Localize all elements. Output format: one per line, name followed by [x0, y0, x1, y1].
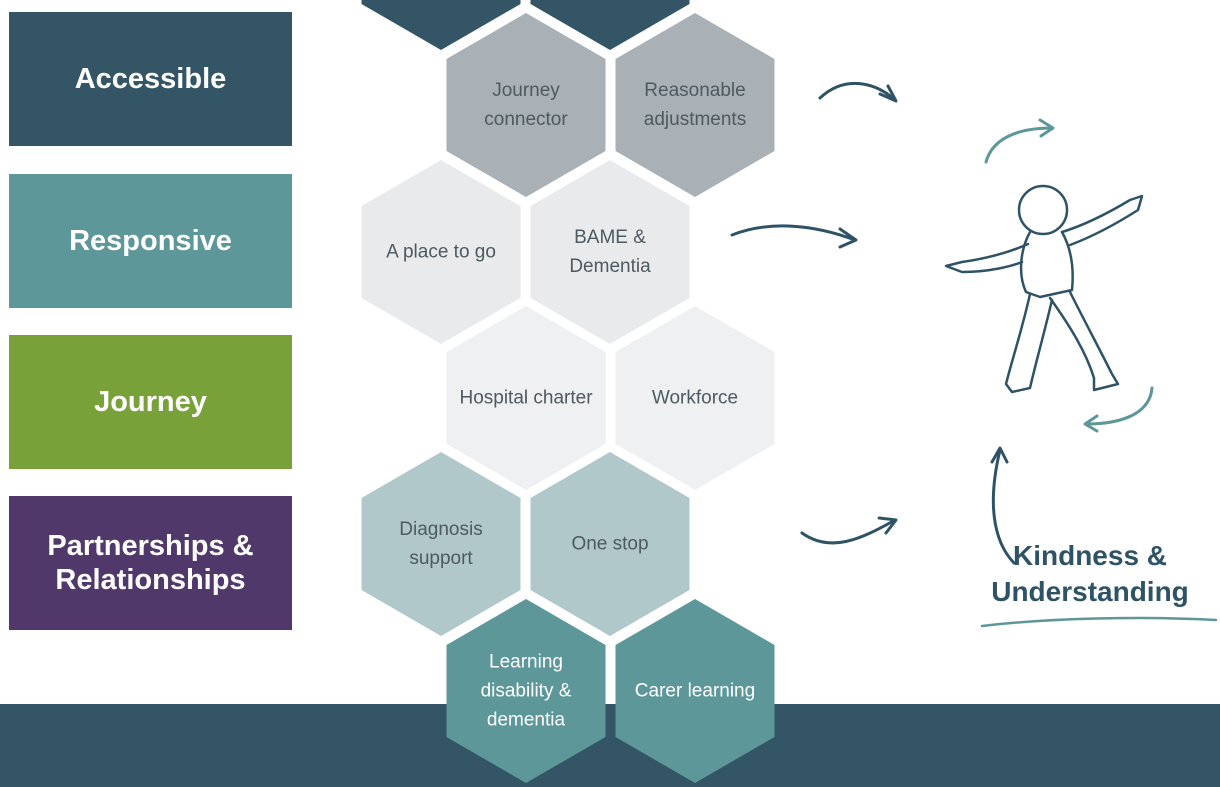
hexagon-workforce [615, 306, 775, 490]
pillar-accessible: Accessible [9, 12, 292, 146]
hexagon-label: One stop [571, 533, 649, 555]
hexagon-carer-learning [615, 599, 775, 783]
hexagon-label: Journey connector [484, 80, 568, 130]
arrow-icon [730, 224, 858, 249]
hexagon-label: Carer learning [634, 680, 756, 702]
pillar-partnerships-relationships: Partnerships & Relationships [9, 496, 292, 630]
outcome-line-2: Understanding [991, 576, 1189, 607]
bottom-band [0, 704, 1220, 787]
hexagon-hospital-charter [446, 306, 606, 490]
arrow-icon [1083, 386, 1154, 433]
hexagon-label: Reasonable adjustments [643, 80, 747, 130]
hexagon-one-stop [530, 452, 690, 636]
hexagon-label: Workforce [651, 387, 739, 409]
hexagon-label: Diagnosis support [399, 519, 483, 569]
outcome-line-1: Kindness & [1012, 540, 1168, 571]
hexagon-label: A place to go [386, 241, 496, 263]
arrow-icon [990, 446, 1016, 565]
arrow-icon [800, 516, 898, 545]
outcome-label: Kindness & Understanding [978, 538, 1202, 610]
hexagon-label: Hospital charter [459, 387, 593, 409]
pillar-journey: Journey [9, 335, 292, 469]
top-hexagon-right [530, 0, 690, 50]
arrow-icon [984, 118, 1055, 164]
hexagon-journey-connector [446, 13, 606, 197]
hexagon-reasonable-adjustments [615, 13, 775, 197]
hexagon-bame-dementia [530, 160, 690, 344]
hexagon-learning-disability-dementia [446, 599, 606, 783]
hexagon-label: Learning disability & dementia [480, 651, 572, 731]
underline-stroke [980, 616, 1218, 628]
person-walking-icon [944, 184, 1144, 394]
hexagon-a-place-to-go [361, 160, 521, 344]
top-hexagon-left [361, 0, 521, 50]
pillar-responsive: Responsive [9, 174, 292, 308]
hexagon-label: BAME & Dementia [569, 227, 651, 277]
hexagon-diagnosis-support [361, 452, 521, 636]
arrow-icon [818, 82, 898, 103]
